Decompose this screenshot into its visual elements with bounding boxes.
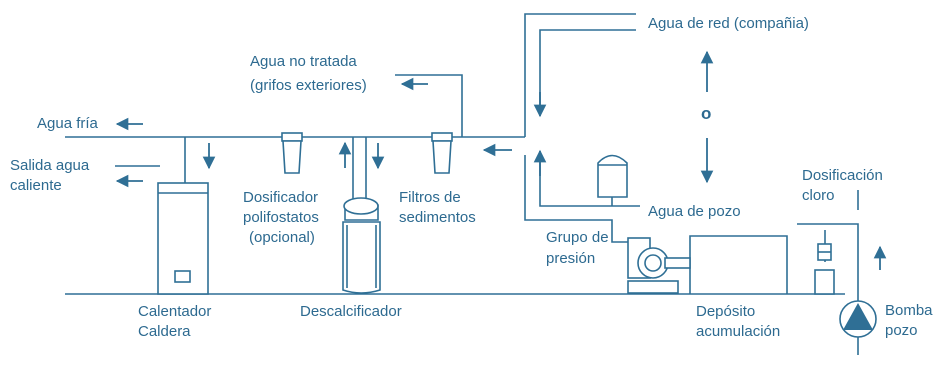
- sediment-filter-icon: [431, 132, 453, 174]
- label-salida-caliente-2: caliente: [10, 177, 62, 194]
- untreated-branch-pipe: [395, 74, 463, 137]
- label-agua-pozo: Agua de pozo: [648, 203, 741, 220]
- well-pump-icon: [839, 300, 877, 338]
- polyphosphate-dosifier-icon: [281, 132, 303, 174]
- label-dosificacion-2: cloro: [802, 187, 835, 204]
- label-descalcificador: Descalcificador: [300, 303, 402, 320]
- network-pipe-inner: [539, 29, 636, 110]
- label-agua-fria: Agua fría: [37, 115, 98, 132]
- label-dosificacion-1: Dosificación: [802, 167, 883, 184]
- label-filtros-1: Filtros de: [399, 189, 461, 206]
- label-grupo-2: presión: [546, 250, 596, 267]
- label-bomba-2: pozo: [885, 322, 918, 339]
- label-filtros-2: sedimentos: [399, 209, 476, 226]
- label-dosificador-1: Dosificador: [243, 189, 319, 206]
- label-agua-no-tratada-1: Agua no tratada: [250, 53, 357, 70]
- label-selector-o: o: [701, 104, 712, 123]
- label-calentador-1: Calentador: [138, 303, 212, 320]
- label-calentador-2: Caldera: [138, 323, 191, 340]
- label-agua-no-tratada-2: (grifos exteriores): [250, 77, 367, 94]
- label-grupo-1: Grupo de: [546, 229, 609, 246]
- label-deposito-1: Depósito: [696, 303, 756, 320]
- label-bomba-1: Bomba: [885, 302, 933, 319]
- label-agua-red: Agua de red (compañia): [648, 15, 809, 32]
- well-pipe-outer: [524, 155, 628, 243]
- label-salida-caliente-1: Salida agua: [10, 157, 90, 174]
- pressure-tank-icon: [597, 154, 628, 206]
- label-dosificador-2: polifostatos: [243, 209, 319, 226]
- network-pipe-outer: [524, 13, 636, 137]
- chlorine-dosing-icon: [814, 243, 835, 295]
- pressure-pump-icon: [627, 237, 691, 294]
- water-heater-icon: [157, 182, 209, 295]
- water-softener-icon: [342, 197, 381, 294]
- label-dosificador-3: (opcional): [249, 229, 315, 246]
- tank-pipe: [689, 235, 788, 294]
- label-deposito-2: acumulación: [696, 323, 781, 340]
